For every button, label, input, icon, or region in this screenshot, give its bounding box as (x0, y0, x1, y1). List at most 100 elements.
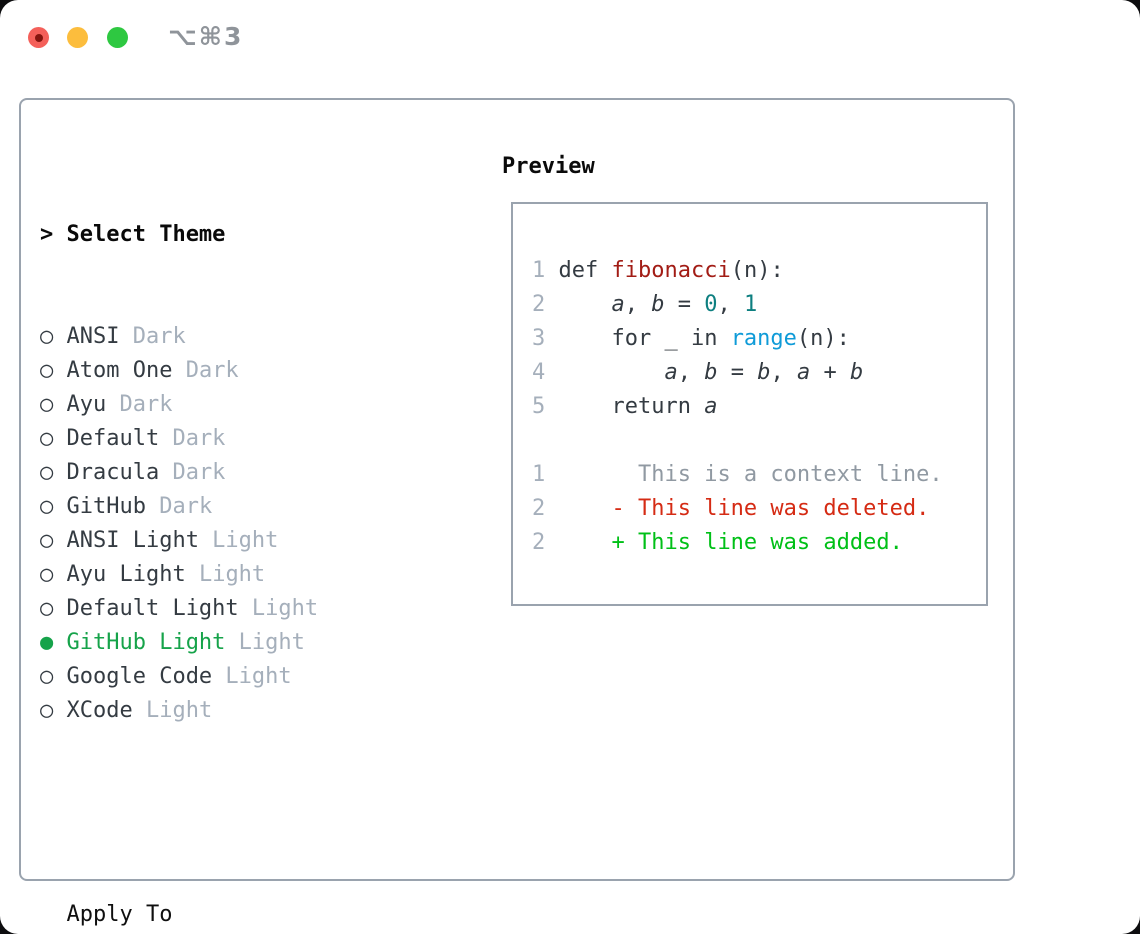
code-token: b (704, 360, 718, 385)
code-token: 1 (743, 292, 758, 317)
theme-variant-tag: Light (212, 664, 292, 689)
theme-list: ○ANSI Dark○Atom One Dark○Ayu Dark○Defaul… (40, 320, 411, 728)
code-token: , (770, 360, 797, 385)
theme-variant-tag: Dark (172, 358, 239, 383)
radio-unselected-icon: ○ (40, 392, 54, 417)
code-line: 4 a, b = b, a + b (532, 356, 943, 390)
line-number: 4 (532, 360, 559, 385)
theme-variant-tag: Dark (106, 392, 173, 417)
theme-option-xcode[interactable]: ○ XCode Light (40, 694, 411, 728)
line-number: 5 (532, 394, 559, 419)
theme-variant-tag: Light (132, 698, 213, 723)
theme-option-default[interactable]: ○ Default Dark (40, 422, 411, 456)
code-token: a (664, 360, 678, 385)
line-number (532, 428, 545, 453)
code-line (532, 424, 943, 458)
code-token: a (796, 360, 811, 385)
code-line: 3 for _ in range(n): (532, 322, 943, 356)
spacer (40, 796, 411, 830)
radio-selected-icon: ● (40, 630, 54, 655)
code-line: 2 + This line was added. (532, 526, 943, 560)
theme-option-label: GitHub Light (66, 630, 226, 655)
code-line: 5 return a (532, 390, 943, 424)
theme-variant-tag: Dark (145, 494, 213, 519)
theme-variant-tag: Dark (159, 426, 226, 451)
theme-option-github[interactable]: ○GitHub Dark (40, 490, 411, 524)
close-dot-icon (34, 33, 43, 42)
theme-variant-tag: Light (185, 562, 266, 587)
theme-option-ansi-light[interactable]: ○ANSI Light Light (40, 524, 411, 558)
radio-unselected-icon: ○ (40, 698, 54, 723)
select-theme-heading-row: >Select Theme (40, 218, 411, 252)
radio-unselected-icon: ○ (40, 664, 54, 689)
radio-unselected-icon: ○ (40, 358, 54, 383)
code-token: + (810, 360, 850, 385)
line-number: 1 (532, 258, 559, 283)
theme-variant-tag: Dark (159, 460, 226, 485)
code-token: - This line was deleted. (558, 496, 930, 521)
code-line: 1 This is a context line. (532, 458, 943, 492)
apply-to-heading: Apply To (66, 902, 173, 927)
theme-option-label: Dracula (66, 460, 160, 485)
theme-option-label: ANSI (66, 324, 120, 349)
radio-unselected-icon: ○ (40, 596, 54, 621)
theme-option-default-light[interactable]: ○Default Light Light (40, 592, 411, 626)
line-number: 2 (532, 530, 559, 555)
theme-option-github-light[interactable]: ● GitHub Light Light (40, 626, 411, 660)
code-token: fibonacci (611, 258, 731, 283)
theme-option-label: ANSI Light (66, 528, 199, 553)
theme-option-label: XCode (66, 698, 133, 723)
line-number: 2 (532, 292, 559, 317)
theme-option-dracula[interactable]: ○ Dracula Dark (40, 456, 411, 490)
radio-unselected-icon: ○ (40, 460, 54, 485)
title-bar: ⌥⌘3 (0, 0, 1140, 76)
code-token: , (677, 360, 705, 385)
theme-option-label: Ayu (66, 392, 107, 417)
code-token: b (849, 360, 864, 385)
select-theme-heading: Select Theme (66, 222, 226, 247)
radio-unselected-icon: ○ (40, 494, 54, 519)
theme-option-google-code[interactable]: ○ Google Code Light (40, 660, 411, 694)
theme-variant-tag: Dark (119, 324, 186, 349)
theme-variant-tag: Light (225, 630, 305, 655)
line-number: 3 (532, 326, 559, 351)
code-token: , (717, 292, 744, 317)
code-token: 0 (704, 292, 718, 317)
main-panel: >Select Theme ○ANSI Dark○Atom One Dark○A… (19, 98, 1015, 927)
window-title-shortcut: ⌥⌘3 (168, 22, 244, 51)
code-token: def (558, 258, 612, 283)
theme-option-label: Default (66, 426, 160, 451)
apply-to-heading-row: Apply To (40, 898, 411, 932)
theme-option-ayu[interactable]: ○ Ayu Dark (40, 388, 411, 422)
theme-option-label: Atom One (66, 358, 173, 383)
code-token: + This line was added. (558, 530, 903, 555)
radio-unselected-icon: ○ (40, 528, 54, 553)
theme-option-label: Google Code (66, 664, 213, 689)
code-token: b (651, 292, 665, 317)
code-token: = (664, 292, 705, 317)
code-token: , (624, 292, 652, 317)
code-token (559, 360, 665, 385)
code-token: This is a context line. (558, 462, 943, 487)
line-number: 2 (532, 496, 559, 521)
minimize-button[interactable] (67, 27, 88, 48)
theme-option-ansi[interactable]: ○ANSI Dark (40, 320, 411, 354)
code-line: 1 def fibonacci(n): (532, 254, 943, 288)
code-token: = (717, 360, 758, 385)
radio-unselected-icon: ○ (40, 562, 54, 587)
close-button[interactable] (28, 27, 49, 48)
code-token: (n): (796, 326, 850, 351)
code-line: 2 - This line was deleted. (532, 492, 943, 526)
code-line: 2 a, b = 0, 1 (532, 288, 943, 322)
zoom-button[interactable] (107, 27, 128, 48)
radio-unselected-icon: ○ (40, 426, 54, 451)
theme-option-label: Default Light (66, 596, 239, 621)
theme-option-ayu-light[interactable]: ○Ayu Light Light (40, 558, 411, 592)
code-token: a (611, 292, 625, 317)
code-token (559, 292, 612, 317)
theme-option-atom-one[interactable]: ○ Atom One Dark (40, 354, 411, 388)
code-token: for _ in (558, 326, 731, 351)
